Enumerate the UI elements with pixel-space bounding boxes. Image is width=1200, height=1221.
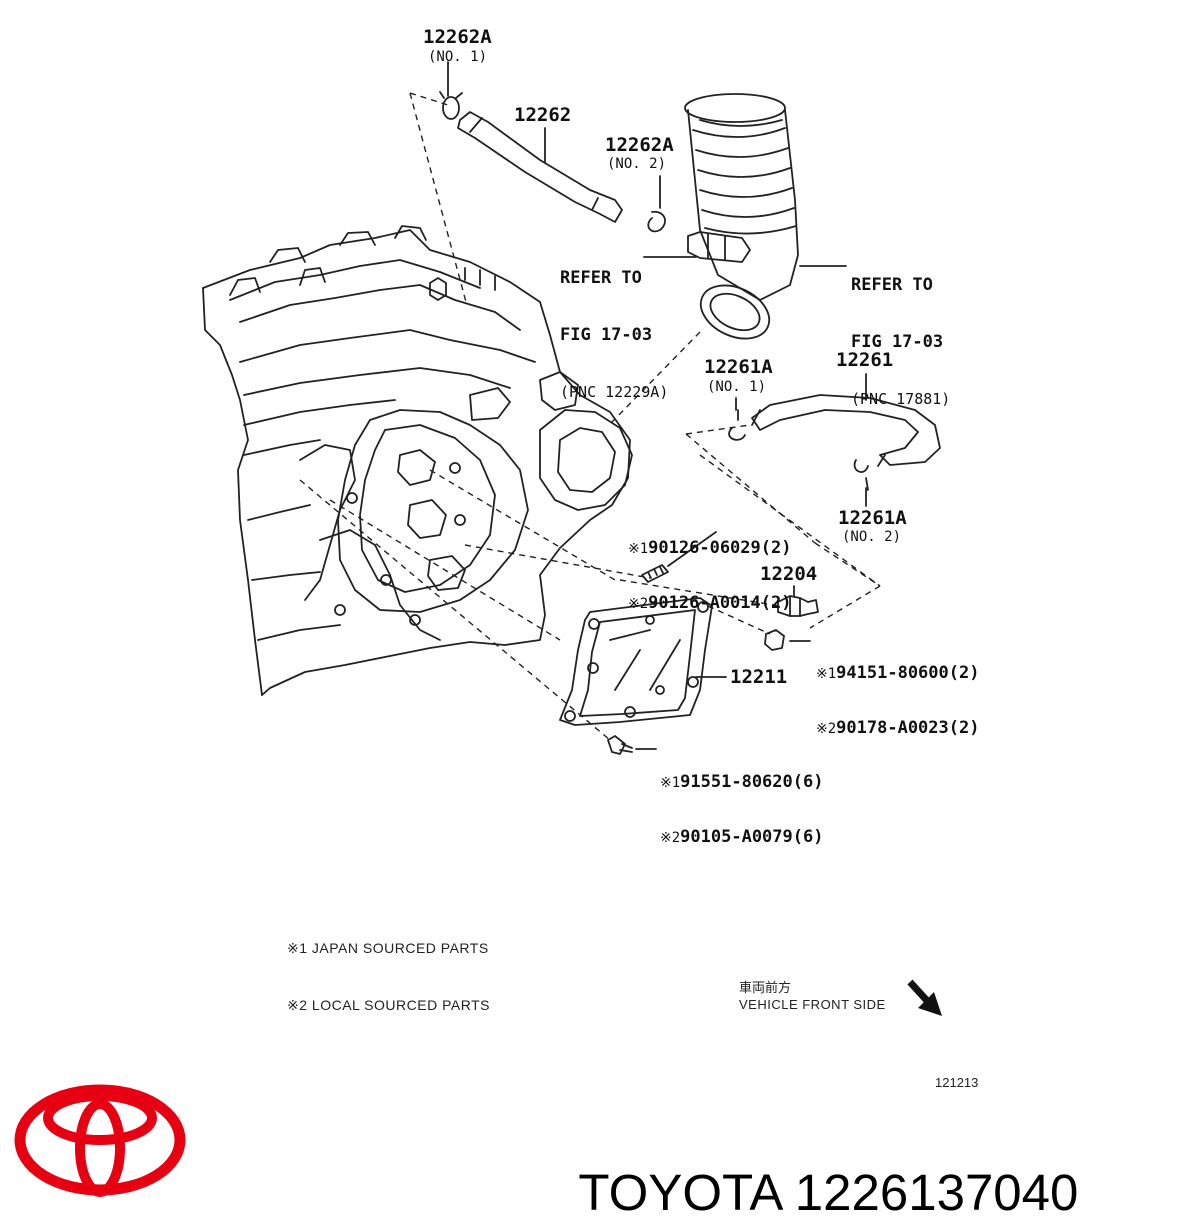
callout-12262-number: 12262 <box>514 104 572 126</box>
callout-12261-number: 12261 <box>836 349 894 371</box>
stud-line1: 90126-06029(2) <box>648 538 792 558</box>
clamp-12262A-no1 <box>442 96 460 120</box>
cover-plate-12211 <box>559 597 713 726</box>
orientation-jp: 車両前方 <box>739 980 792 995</box>
brand-title: TOYOTA 1226137040 <box>551 1116 1078 1218</box>
callout-12261A-no1-number: 12261A <box>704 356 773 378</box>
brand-name: TOYOTA <box>578 1164 781 1221</box>
refer-left-line2: FIG 17-03 <box>560 325 653 345</box>
callout-12261A-no2-number: 12261A <box>838 507 907 529</box>
pcv-valve-12204 <box>777 595 819 617</box>
refer-left-line1: REFER TO <box>560 268 642 288</box>
refer-right-line1: REFER TO <box>851 275 933 295</box>
refer-left: REFER TO FIG 17-03 (PNC 12229A) <box>560 231 668 421</box>
sourcing-legend: ※1 JAPAN SOURCED PARTS ※2 LOCAL SOURCED … <box>287 901 490 1034</box>
bolt-line1: 91551-80620(6) <box>680 772 824 792</box>
refer-right-line2: FIG 17-03 <box>851 332 944 352</box>
callout-12261A-no1-sub: (NO. 1) <box>707 379 767 395</box>
callout-12262A-no1-number: 12262A <box>423 26 492 48</box>
bolt-part-numbers: ※191551-80620(6) ※290105-A0079(6) <box>660 737 823 865</box>
clamp-12261A-no2 <box>853 459 869 473</box>
refer-right-line3: (PNC 17881) <box>851 390 951 408</box>
callout-12204-number: 12204 <box>760 563 818 585</box>
nut-mark1: ※1 <box>816 666 837 682</box>
nut-line2: 90178-A0023(2) <box>836 718 980 738</box>
stud-line2: 90126-A0014(2) <box>648 593 792 613</box>
stud-mark1: ※1 <box>628 541 649 557</box>
engine-block <box>202 225 633 696</box>
stud-90126 <box>641 564 669 583</box>
toyota-logo <box>14 1084 186 1197</box>
legend-line1: ※1 JAPAN SOURCED PARTS <box>287 940 489 956</box>
legend-line2: ※2 LOCAL SOURCED PARTS <box>287 997 490 1013</box>
bolt-mark2: ※2 <box>660 830 681 846</box>
nut-mark2: ※2 <box>816 721 837 737</box>
callout-12261A-no2-sub: (NO. 2) <box>842 529 902 545</box>
bolt-mark1: ※1 <box>660 775 681 791</box>
orientation-en: VEHICLE FRONT SIDE <box>739 997 886 1012</box>
figure-id: 121213 <box>935 1075 979 1090</box>
hose-12261 <box>751 394 941 467</box>
callout-12262A-no2-number: 12262A <box>605 134 674 156</box>
callout-12262A-no1-sub: (NO. 1) <box>428 49 488 65</box>
refer-right: REFER TO FIG 17-03 (PNC 17881) <box>851 238 950 428</box>
brand-part-number: 1226137040 <box>794 1164 1079 1221</box>
stud-mark2: ※2 <box>628 596 649 612</box>
air-intake-bellows <box>684 93 799 340</box>
bolt-line2: 90105-A0079(6) <box>680 827 824 847</box>
stud-part-numbers: ※190126-06029(2) ※290126-A0014(2) <box>628 503 791 631</box>
clamp-12261A-no1 <box>728 427 746 441</box>
hose-12262 <box>457 111 623 223</box>
callout-12211-number: 12211 <box>730 666 788 688</box>
nut-line1: 94151-80600(2) <box>836 663 980 683</box>
refer-left-line3: (PNC 12229A) <box>560 383 669 401</box>
nut-94151 <box>764 629 785 651</box>
clamp-12262A-no2 <box>647 210 666 233</box>
vehicle-front-arrow <box>907 979 942 1016</box>
callout-12262A-no2-sub: (NO. 2) <box>607 156 667 172</box>
nut-part-numbers: ※194151-80600(2) ※290178-A0023(2) <box>816 628 979 756</box>
bolt-91551 <box>607 735 633 755</box>
